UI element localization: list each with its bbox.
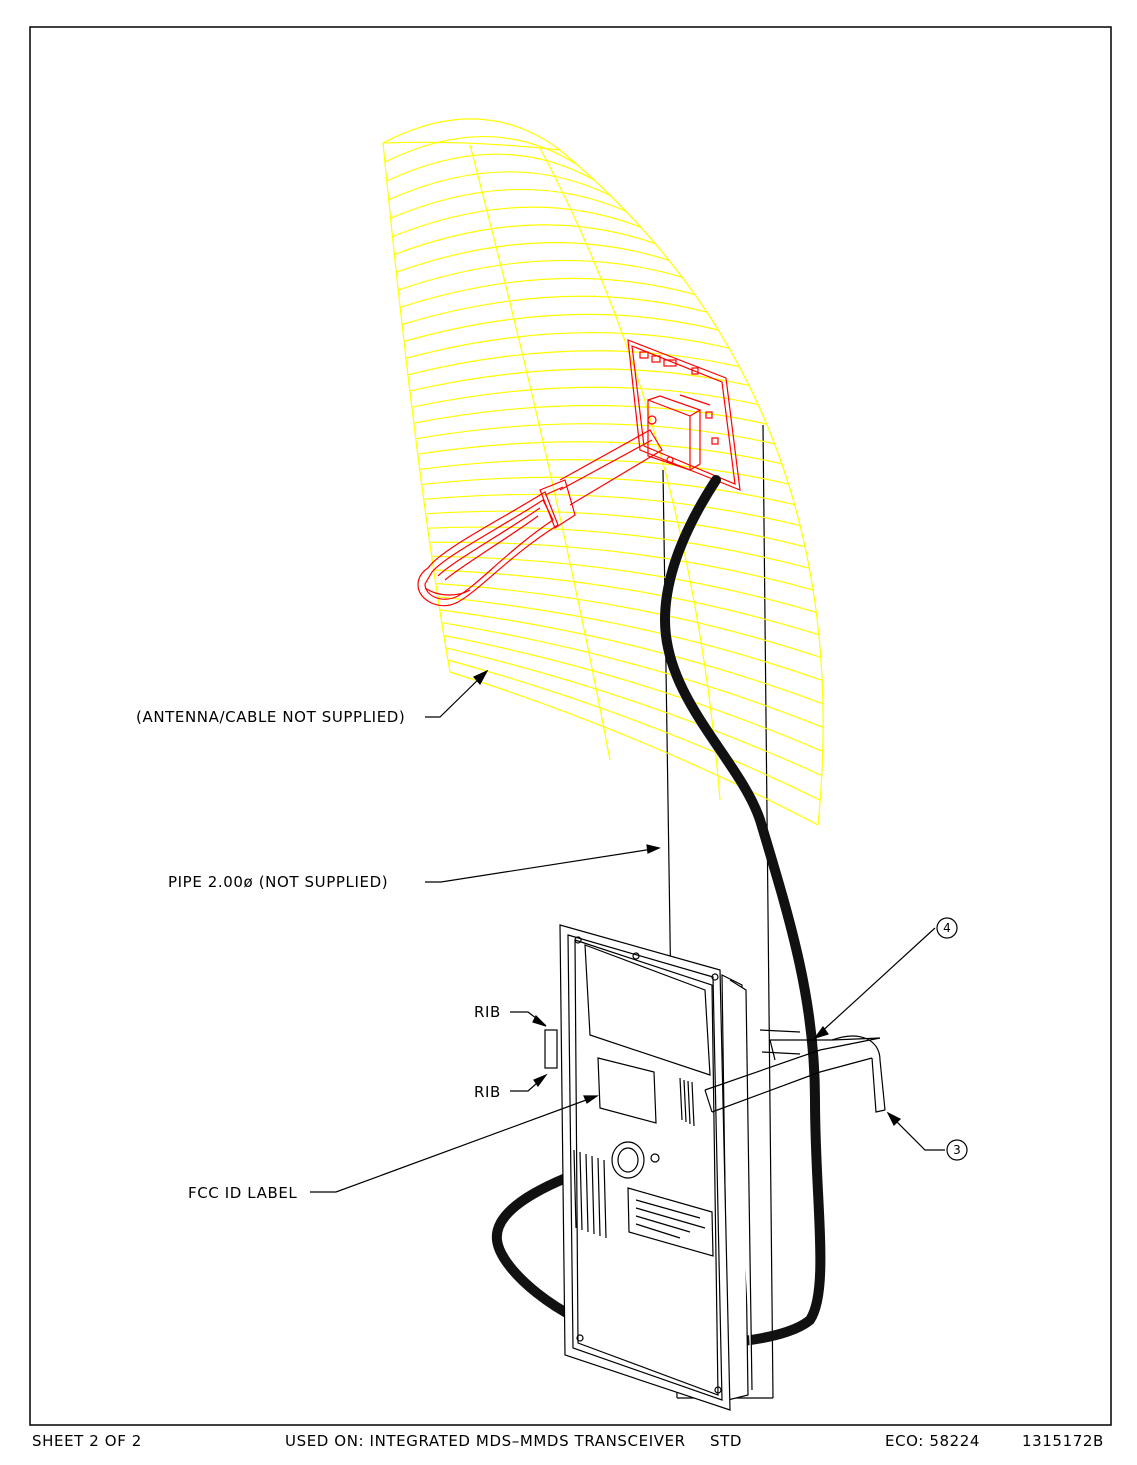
grid-antenna-reflector [383,119,823,825]
drawing-part-number: 1315172B [1022,1432,1104,1450]
antenna-grid-wire [408,351,740,375]
fcc-label-callout: FCC ID LABEL [188,1184,297,1202]
antenna-grid-wire [387,154,594,181]
antenna-grid-wire [391,189,626,218]
antenna-callout: (ANTENNA/CABLE NOT SUPPLIED) [136,708,405,726]
item-balloon-4-number: 4 [943,921,951,935]
transceiver-enclosure [545,925,752,1410]
antenna-grid-wire [414,405,767,424]
rib-callout-lower: RIB [474,1083,501,1101]
antenna-grid-wire [396,243,669,273]
antenna-grid-wire [432,556,817,612]
antenna-grid-wire [383,119,560,150]
standard-flag: STD [710,1432,742,1450]
rib-callout-upper: RIB [474,1003,501,1021]
antenna-grid-wire [393,207,641,236]
eco-number: ECO: 58224 [885,1432,980,1450]
antenna-grid-rib [470,145,610,760]
antenna-grid-wire [450,672,818,825]
antenna-grid-wire [424,494,800,525]
antenna-grid-wire [416,424,775,444]
antenna-grid-wire [402,296,707,324]
antenna-grid-rib [383,143,450,672]
antenna-grid-wire [430,542,813,590]
antenna-grid-wire [448,660,820,800]
sheet-number: SHEET 2 OF 2 [32,1432,142,1450]
used-on: USED ON: INTEGRATED MDS–MMDS TRANSCEIVER [285,1432,686,1450]
antenna-grid-wire [428,527,810,568]
antenna-grid-wire [398,260,682,290]
item-balloon-3-number: 3 [953,1143,961,1157]
antenna-grid-wire [400,278,695,307]
antenna-grid-wire [394,225,655,255]
pipe-callout: PIPE 2.00ø (NOT SUPPLIED) [168,873,388,891]
antenna-grid-wire [406,333,729,359]
